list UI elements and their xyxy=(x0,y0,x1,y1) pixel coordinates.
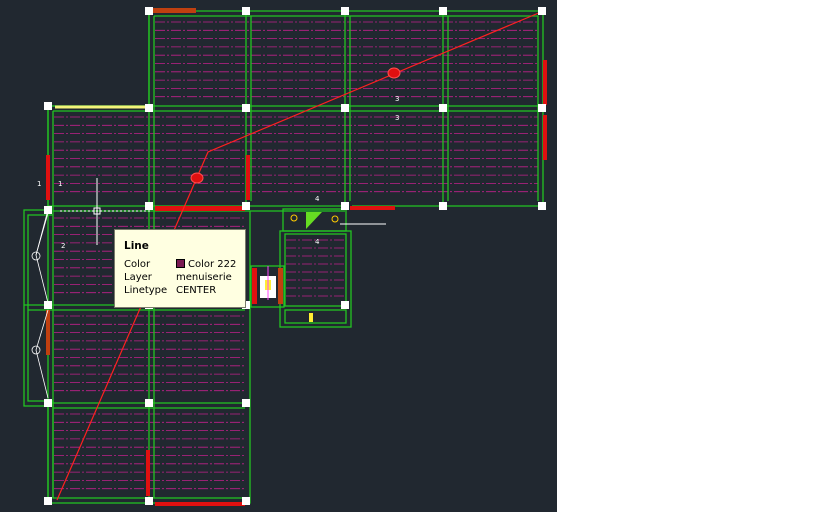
grid-node xyxy=(242,7,250,15)
grid-node xyxy=(538,202,546,210)
dimension-labels: 3 3 1 1 2 4 4 xyxy=(37,95,399,250)
grid-node xyxy=(341,104,349,112)
grid-node xyxy=(439,202,447,210)
label-a: 3 xyxy=(395,95,399,103)
tooltip-value: Color 222 xyxy=(176,259,236,270)
red-beams xyxy=(46,8,547,506)
grid-node xyxy=(242,497,250,505)
grid-node xyxy=(538,104,546,112)
grid-node xyxy=(44,497,52,505)
grid-node xyxy=(538,7,546,15)
tooltip-key: Linetype xyxy=(124,285,168,296)
grid-node xyxy=(341,202,349,210)
door-swings xyxy=(31,209,49,399)
fixtures xyxy=(260,212,339,322)
label-f: 4 xyxy=(315,195,320,203)
grid-node xyxy=(242,399,250,407)
grid-node xyxy=(242,301,250,309)
tooltip-key: Color xyxy=(124,259,151,270)
grid-node xyxy=(145,202,153,210)
tooltip-value: menuiserie xyxy=(176,272,232,283)
grid-node xyxy=(145,399,153,407)
label-g: 4 xyxy=(315,238,320,246)
tooltip-key: Layer xyxy=(124,272,152,283)
grid-node xyxy=(145,104,153,112)
grid-node xyxy=(44,301,52,309)
grid-node xyxy=(242,202,250,210)
crosshair-cursor xyxy=(60,178,386,245)
floor-plan-drawing[interactable]: 3 3 1 1 2 4 4 xyxy=(0,0,557,512)
grid-node xyxy=(44,206,52,214)
label-b: 3 xyxy=(395,114,399,122)
blank-area xyxy=(557,0,819,512)
grid-node xyxy=(439,7,447,15)
wall-outlines xyxy=(23,10,544,504)
color-swatch-icon xyxy=(176,259,185,268)
label-e: 2 xyxy=(61,242,65,250)
tooltip-row-linetype: Linetype CENTER xyxy=(124,285,244,298)
line-markers xyxy=(190,67,401,184)
tooltip-title: Line xyxy=(124,240,149,252)
joist-lines xyxy=(54,21,538,490)
label-c: 1 xyxy=(37,180,41,188)
tooltip-row-layer: Layer menuiserie xyxy=(124,272,244,285)
grid-node xyxy=(145,497,153,505)
grid-node xyxy=(145,7,153,15)
grid-node xyxy=(341,301,349,309)
grid-node xyxy=(44,399,52,407)
label-d: 1 xyxy=(58,180,62,188)
selected-line[interactable] xyxy=(56,11,542,501)
grid-nodes xyxy=(44,7,546,505)
grid-node xyxy=(44,102,52,110)
tooltip-value: CENTER xyxy=(176,285,217,296)
grid-node xyxy=(439,104,447,112)
grid-node xyxy=(341,7,349,15)
drawing-canvas[interactable]: 3 3 1 1 2 4 4 Line Color Color 222 Layer… xyxy=(0,0,557,512)
tooltip-row-color: Color Color 222 xyxy=(124,259,244,272)
tooltip-value-text: Color 222 xyxy=(188,259,237,270)
grid-node xyxy=(242,104,250,112)
object-tooltip: Line Color Color 222 Layer menuiserie Li… xyxy=(114,229,246,308)
